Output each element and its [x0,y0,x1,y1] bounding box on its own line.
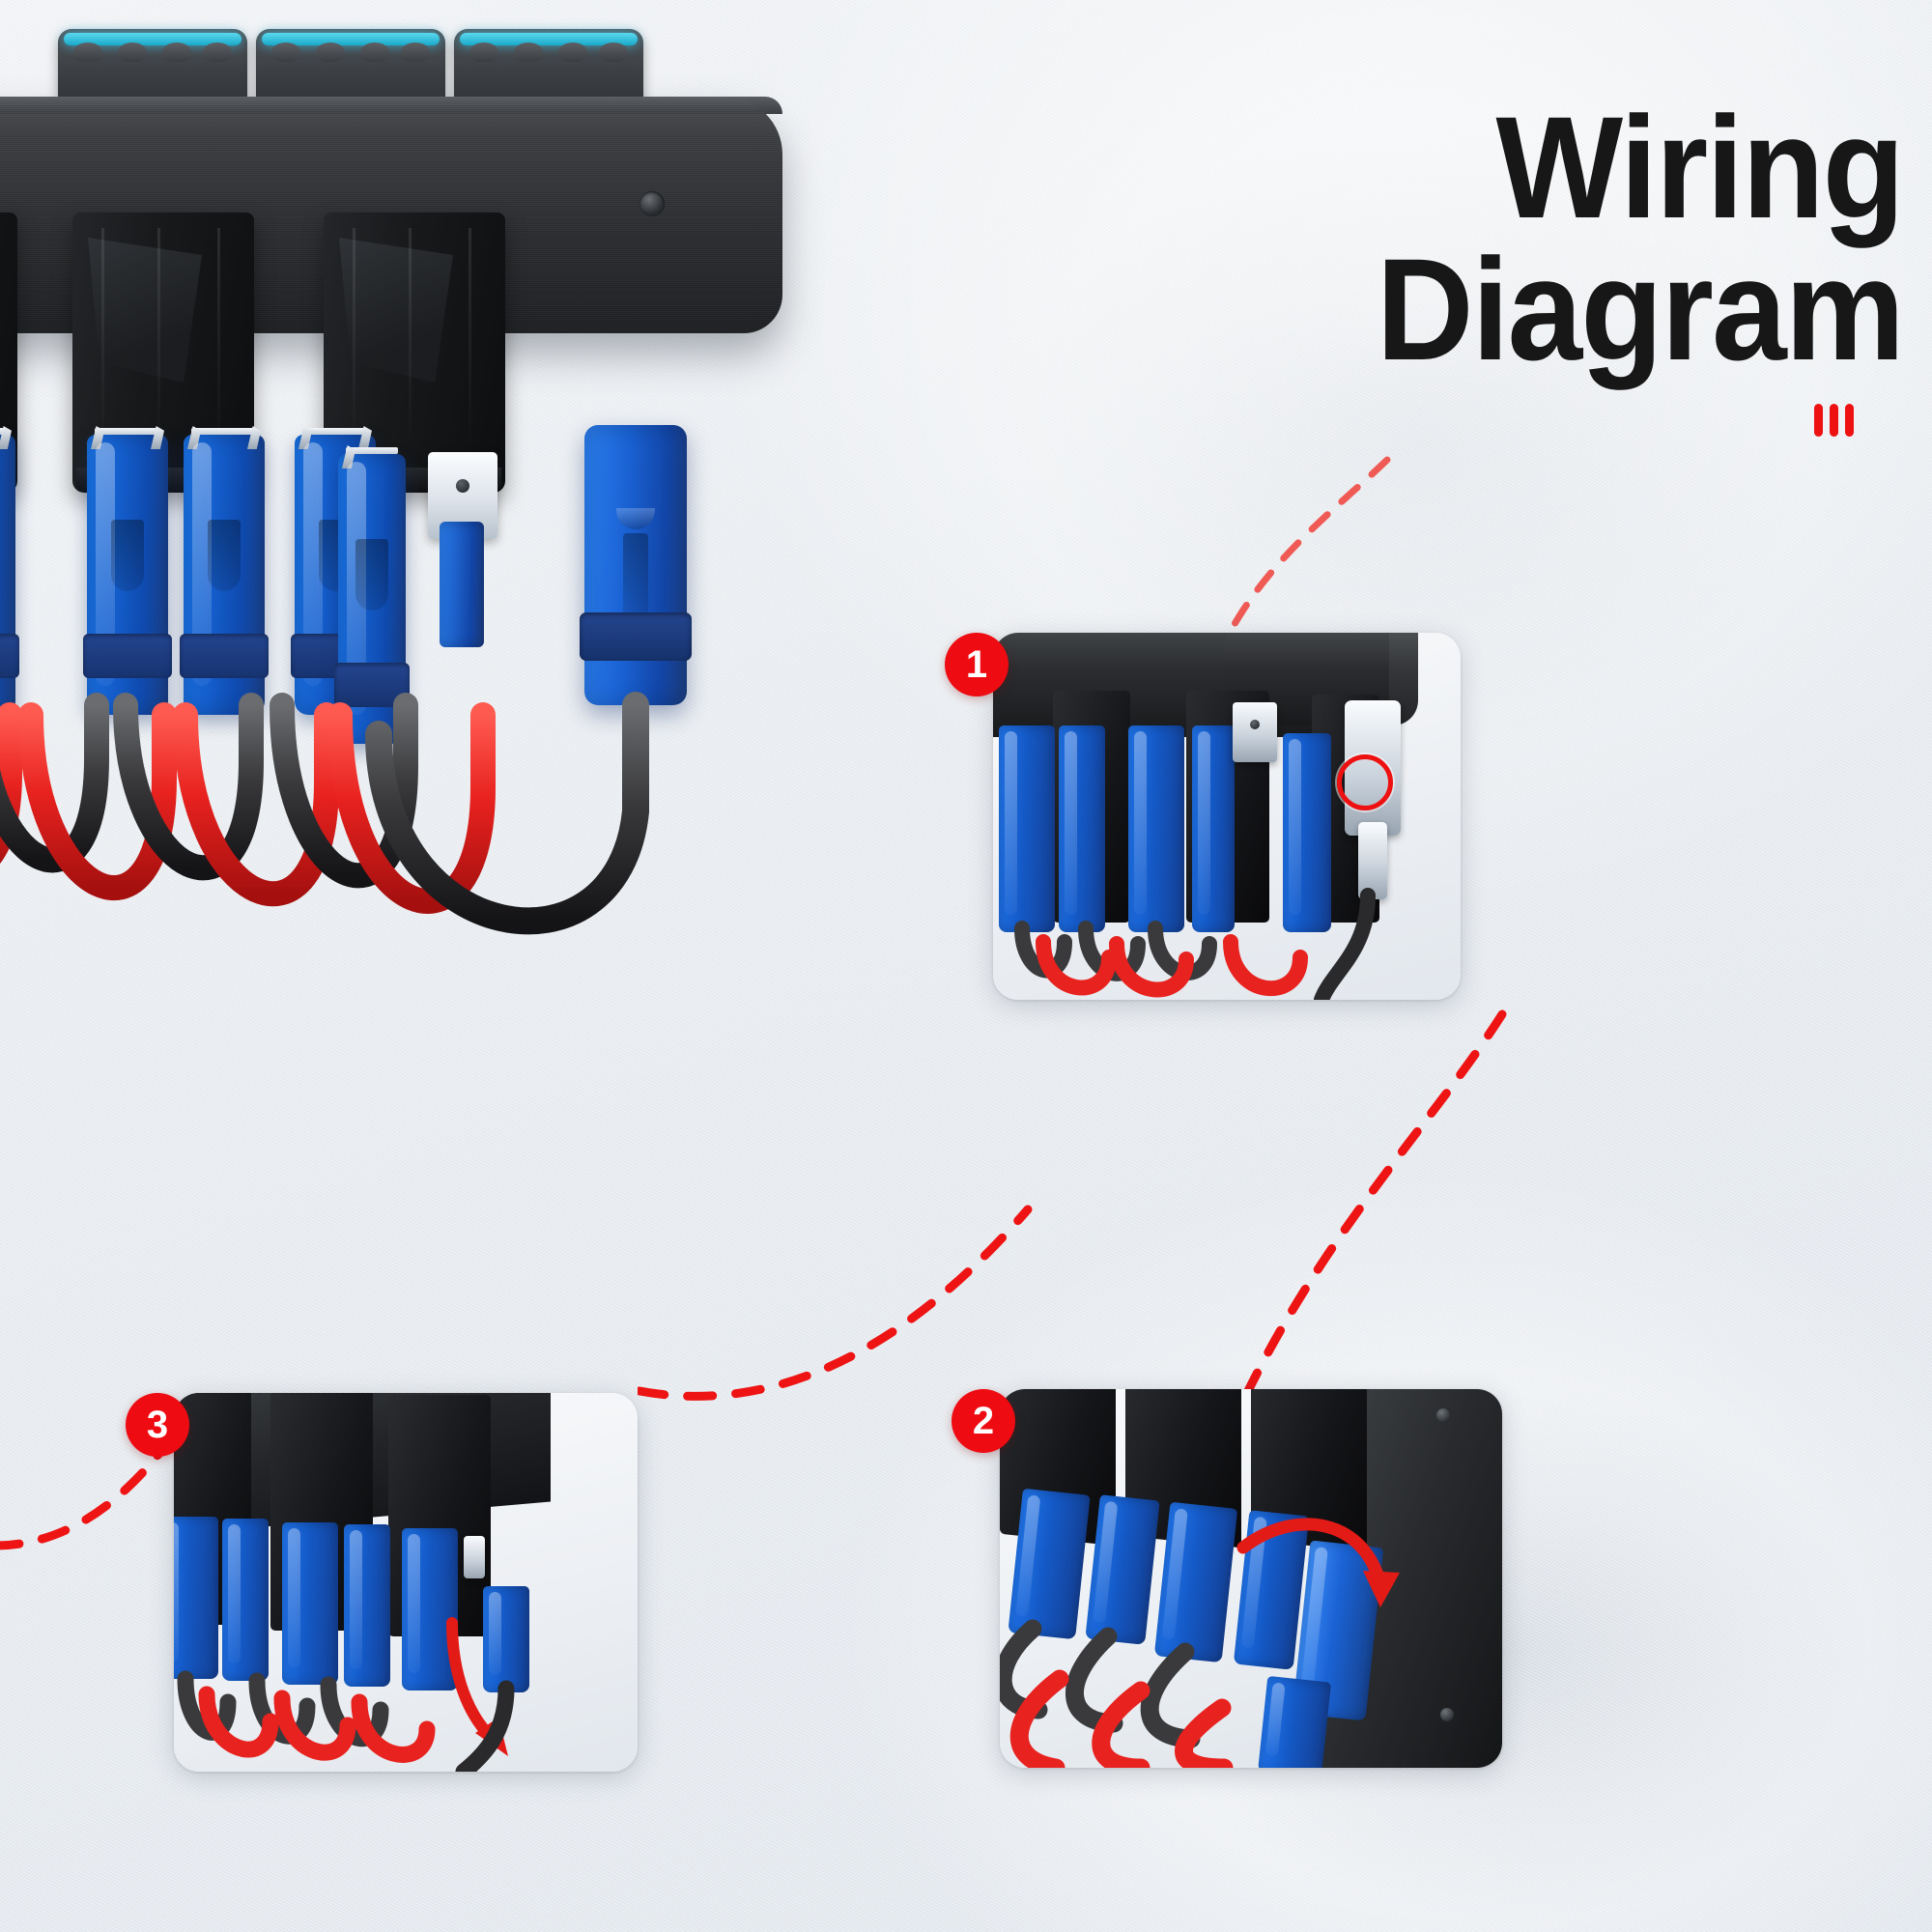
mini-spade-4 [1192,725,1235,932]
rocker-backlight-3 [460,33,638,45]
rocker-backlight-1 [64,33,242,45]
spade-terminal-7 [440,522,484,647]
mini-mounting-bracket [1233,702,1277,762]
wire-black-2 [0,693,109,873]
highlight-ring-terminal [1337,754,1393,810]
callout-panel-3[interactable]: B B B [174,1393,638,1772]
mini-wires-1 [1014,888,1376,1000]
mini-bracket-screw-icon [1250,720,1260,729]
dashed-link-callout-3-to-callout-2 [638,1205,1033,1401]
mini-spade-2 [1059,725,1105,932]
mini-spade-11 [174,1517,218,1679]
mini-spade-3 [1128,725,1184,932]
callout-panel-2[interactable] [1000,1389,1502,1768]
mini-switch-blade [464,1536,485,1578]
callout-badge-3[interactable]: 3 [126,1393,189,1457]
title-line-1: Wiring [1495,86,1904,248]
detached-terminal-shank [1358,822,1387,899]
spade-terminal-6 [334,445,410,744]
rocker-backlight-2 [262,33,440,45]
title-line-2: Diagram [1376,228,1905,390]
hero-illustration: B B B [0,29,869,1101]
mini-spade-15 [402,1528,458,1690]
callout-badge-2[interactable]: 2 [952,1389,1015,1453]
wire-harness [0,692,649,935]
spade-terminal-3 [83,426,172,715]
spade-terminal-4 [180,426,269,715]
page-title: Wiring Diagram [1005,86,1905,390]
mini-spade-13 [282,1522,338,1685]
mini-spade-detached [483,1586,529,1692]
mini-spade-5 [1283,733,1331,932]
faceplate-screw-hole [639,191,665,216]
detached-spade-terminal [580,425,692,705]
wire-red-4 [327,702,496,914]
triple-bar-accent-icon [1814,404,1854,437]
callout-badge-1[interactable]: 1 [945,633,1009,696]
mini-spade-12 [222,1519,269,1681]
bracket-screw-icon [456,479,469,493]
spade-terminal-2 [0,426,19,715]
dashed-link-title-to-callout-1 [1219,456,1391,649]
mini-spade-1 [999,725,1055,932]
mini-spade-14 [344,1524,390,1687]
wire-black-detached [365,692,649,935]
wire-black-3 [113,693,264,881]
mini-wires-3 [177,1670,515,1772]
dashed-link-callout-1-to-callout-2 [1240,1009,1507,1402]
mini-wires-2 [1000,1619,1234,1768]
callout-panel-1[interactable] [993,633,1461,1000]
